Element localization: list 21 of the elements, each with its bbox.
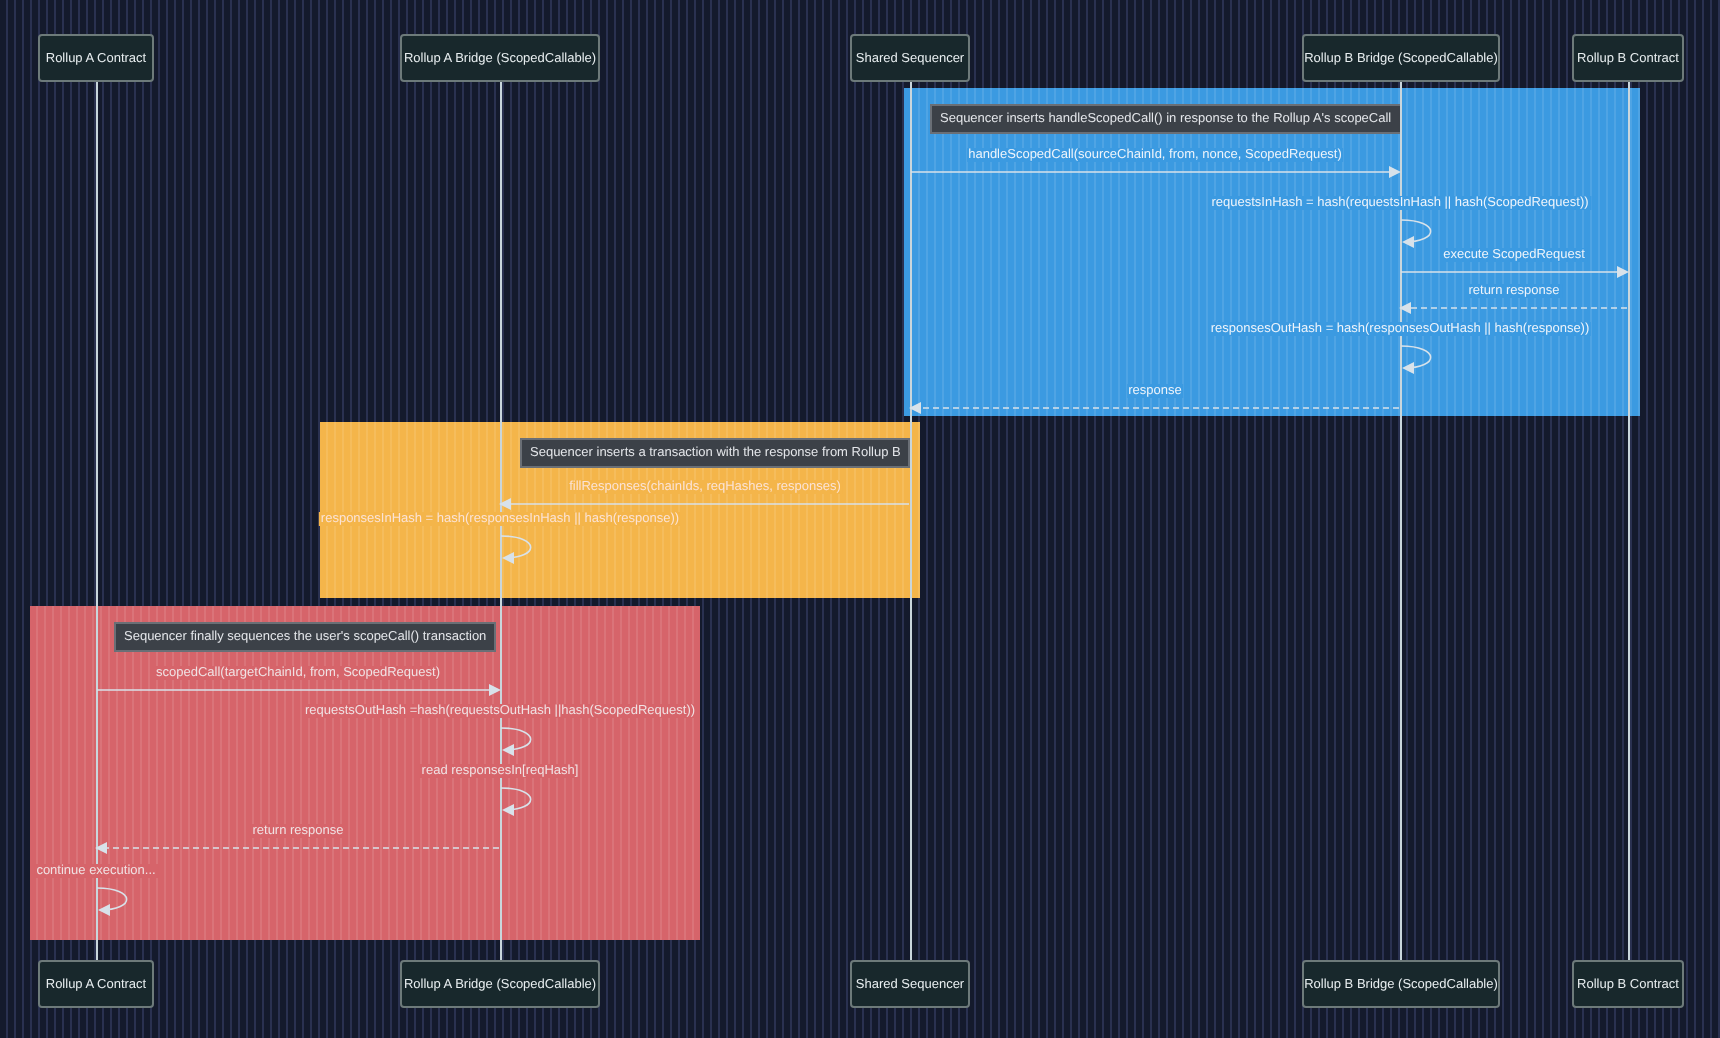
lifeline xyxy=(1628,82,1630,960)
message-arrow xyxy=(1399,302,1628,314)
message-arrow xyxy=(500,787,532,816)
lifeline xyxy=(910,82,912,960)
message-arrow xyxy=(500,727,532,756)
message-arrow xyxy=(499,498,910,510)
highlight-region xyxy=(904,88,1640,416)
message-arrow xyxy=(500,535,532,564)
highlight-region xyxy=(30,606,700,940)
highlight-region xyxy=(320,422,920,598)
message-arrow xyxy=(1400,219,1432,248)
message-arrow xyxy=(909,402,1400,414)
message-arrow xyxy=(1400,266,1629,278)
message-arrow xyxy=(96,684,501,696)
lifeline xyxy=(96,82,98,960)
message-arrow xyxy=(1400,345,1432,374)
lifeline xyxy=(1400,82,1402,960)
message-arrow xyxy=(910,166,1401,178)
lifeline xyxy=(500,82,502,960)
message-arrow xyxy=(96,887,128,916)
message-arrow xyxy=(95,842,500,854)
